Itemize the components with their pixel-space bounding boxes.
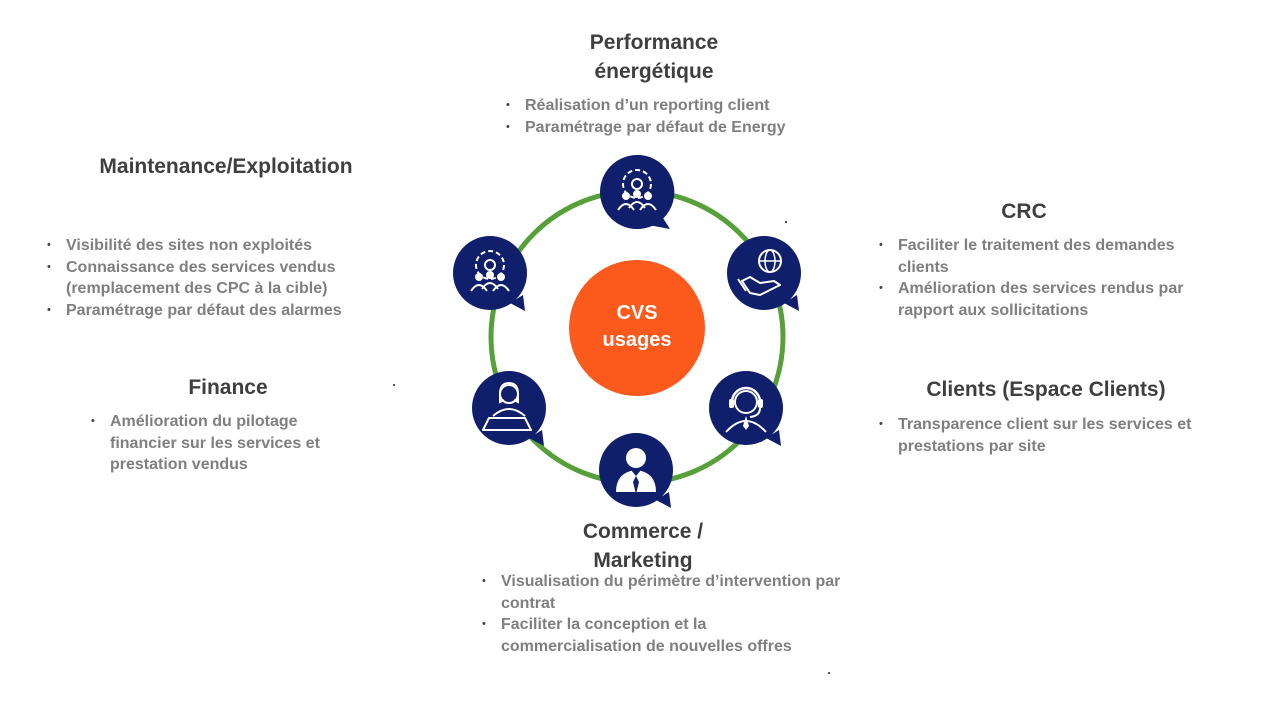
bullet-text: Paramétrage par défaut de Energy (525, 118, 786, 136)
list-item: • Transparence client sur les services et… (878, 414, 1248, 457)
bullet-dot: • (506, 120, 510, 133)
commerce-bullets: • Visualisation du périmètre d’interventi… (481, 571, 851, 657)
globe-hand-icon (727, 236, 801, 311)
list-item: • Faciliter la conception et la commercia… (481, 614, 851, 657)
bullet-text: Amélioration du pilotage financier sur l… (110, 413, 320, 473)
bullet-dot: • (482, 618, 486, 630)
stray-dot (828, 672, 830, 674)
list-item: • Amélioration du pilotage financier sur … (90, 411, 355, 476)
list-item: • Paramétrage par défaut des alarmes (46, 300, 391, 322)
clients-bullets: • Transparence client sur les services et… (878, 414, 1248, 457)
commerce-title-line1: Commerce / (582, 520, 704, 543)
clients-title: Clients (Espace Clients) (926, 378, 1166, 401)
cycle-diagram: CVS usages (453, 154, 801, 508)
maintenance-bullets: • Visibilité des sites non exploités • Con… (46, 235, 391, 321)
maintenance-title: Maintenance/Exploitation (99, 155, 353, 178)
list-item: • Visualisation du périmètre d’interventi… (481, 571, 851, 614)
crc-title: CRC (1001, 200, 1047, 223)
performance-title-line2: énergétique (594, 60, 714, 83)
list-item: • Réalisation d’un reporting client (505, 95, 789, 117)
stray-dot (393, 384, 395, 386)
finance-bullets: • Amélioration du pilotage financier sur … (90, 411, 355, 476)
center-label-line1: CVS (616, 302, 657, 324)
bullet-text: Faciliter la conception et la commercial… (501, 616, 792, 655)
list-item: • Connaissance des services vendus (rempl… (46, 257, 391, 300)
list-item: • Visibilité des sites non exploités (46, 235, 391, 257)
bullet-dot: • (47, 239, 51, 251)
center-label-line2: usages (603, 329, 672, 351)
team-gear-icon (453, 236, 527, 311)
headset-agent-icon (709, 371, 783, 446)
list-item: • Amélioration des services rendus par ra… (878, 278, 1228, 321)
bullet-dot: • (47, 260, 51, 273)
laptop-user-icon (472, 371, 546, 446)
list-item: • Paramétrage par défaut de Energy (505, 117, 789, 139)
bullet-dot: • (47, 303, 51, 316)
bullet-dot: • (879, 418, 883, 430)
performance-bullets: • Réalisation d’un reporting client • Para… (505, 95, 789, 138)
commerce-title-line2: Marketing (593, 549, 693, 572)
crc-bullets: • Faciliter le traitement des demandes cl… (878, 235, 1228, 321)
bullet-text: Réalisation d’un reporting client (525, 97, 770, 114)
bullet-text: Amélioration des services rendus par rap… (898, 280, 1184, 319)
stray-dot (785, 221, 787, 223)
center-circle (569, 260, 705, 396)
commerce-title: Commerce / Marketing (533, 517, 753, 575)
bullet-text: Faciliter le traitement des demandes cli… (898, 237, 1175, 276)
bullet-text: Visualisation du périmètre d’interventio… (501, 573, 841, 612)
finance-title: Finance (188, 376, 268, 399)
bullet-dot: • (91, 415, 95, 427)
bullet-dot: • (506, 99, 510, 111)
bullet-dot: • (482, 575, 486, 587)
team-gear-icon (600, 154, 675, 229)
bullet-text: Paramétrage par défaut des alarmes (66, 301, 342, 319)
bullet-dot: • (879, 239, 883, 251)
performance-title-line1: Performance (589, 31, 719, 54)
bullet-dot: • (879, 282, 883, 294)
businessman-icon (599, 433, 673, 508)
list-item: • Faciliter le traitement des demandes cl… (878, 235, 1228, 278)
bullet-text: Connaissance des services vendus (rempla… (66, 258, 336, 298)
performance-title: Performance énergétique (544, 28, 764, 86)
bullet-text: Transparence client sur les services et … (898, 416, 1192, 455)
bullet-text: Visibilité des sites non exploités (66, 237, 313, 254)
